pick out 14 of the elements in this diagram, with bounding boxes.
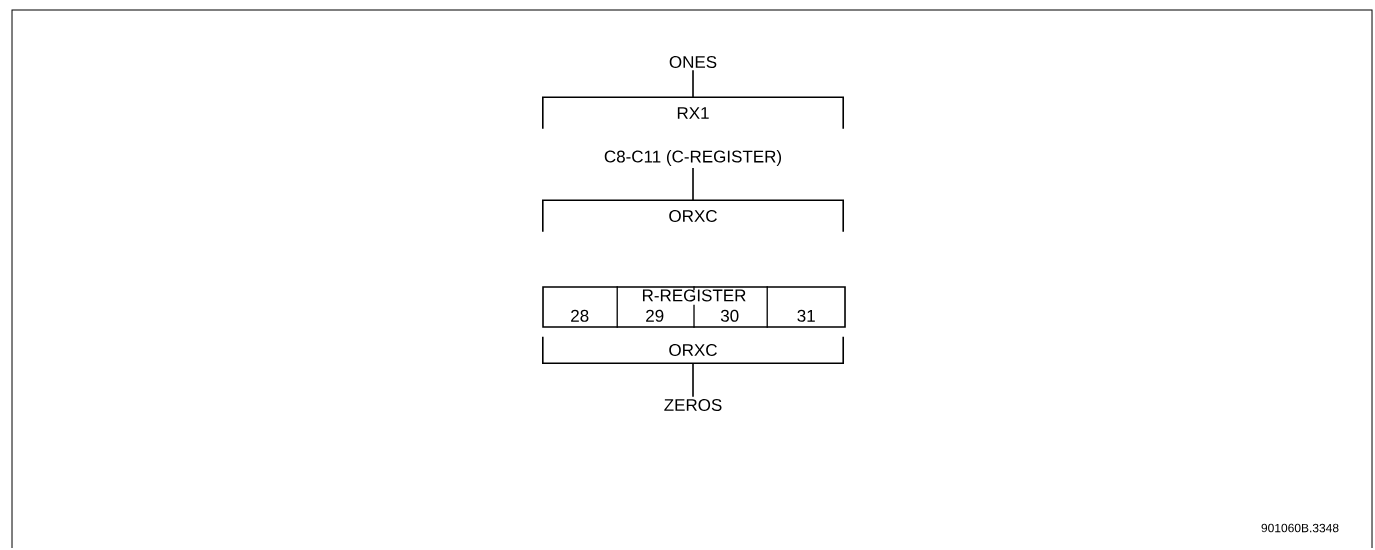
drawing-number: 901060B.3348 bbox=[1261, 523, 1339, 533]
register-cell: 28 bbox=[571, 309, 589, 322]
bracket: RX1 bbox=[542, 96, 844, 130]
connector-line bbox=[692, 167, 694, 202]
signal-label: ZEROS bbox=[664, 399, 722, 412]
signal-label: ONES bbox=[669, 56, 717, 69]
bracket: ORXC bbox=[542, 336, 844, 364]
connector-line bbox=[692, 69, 694, 99]
register-cell: 29 bbox=[646, 309, 664, 322]
register-cell: 31 bbox=[797, 309, 815, 322]
bracket: ORXC bbox=[542, 199, 844, 233]
connector-line bbox=[692, 362, 694, 398]
register-cell: 30 bbox=[720, 309, 739, 322]
signal-label: C8-C11 (C-REGISTER) bbox=[604, 150, 782, 166]
